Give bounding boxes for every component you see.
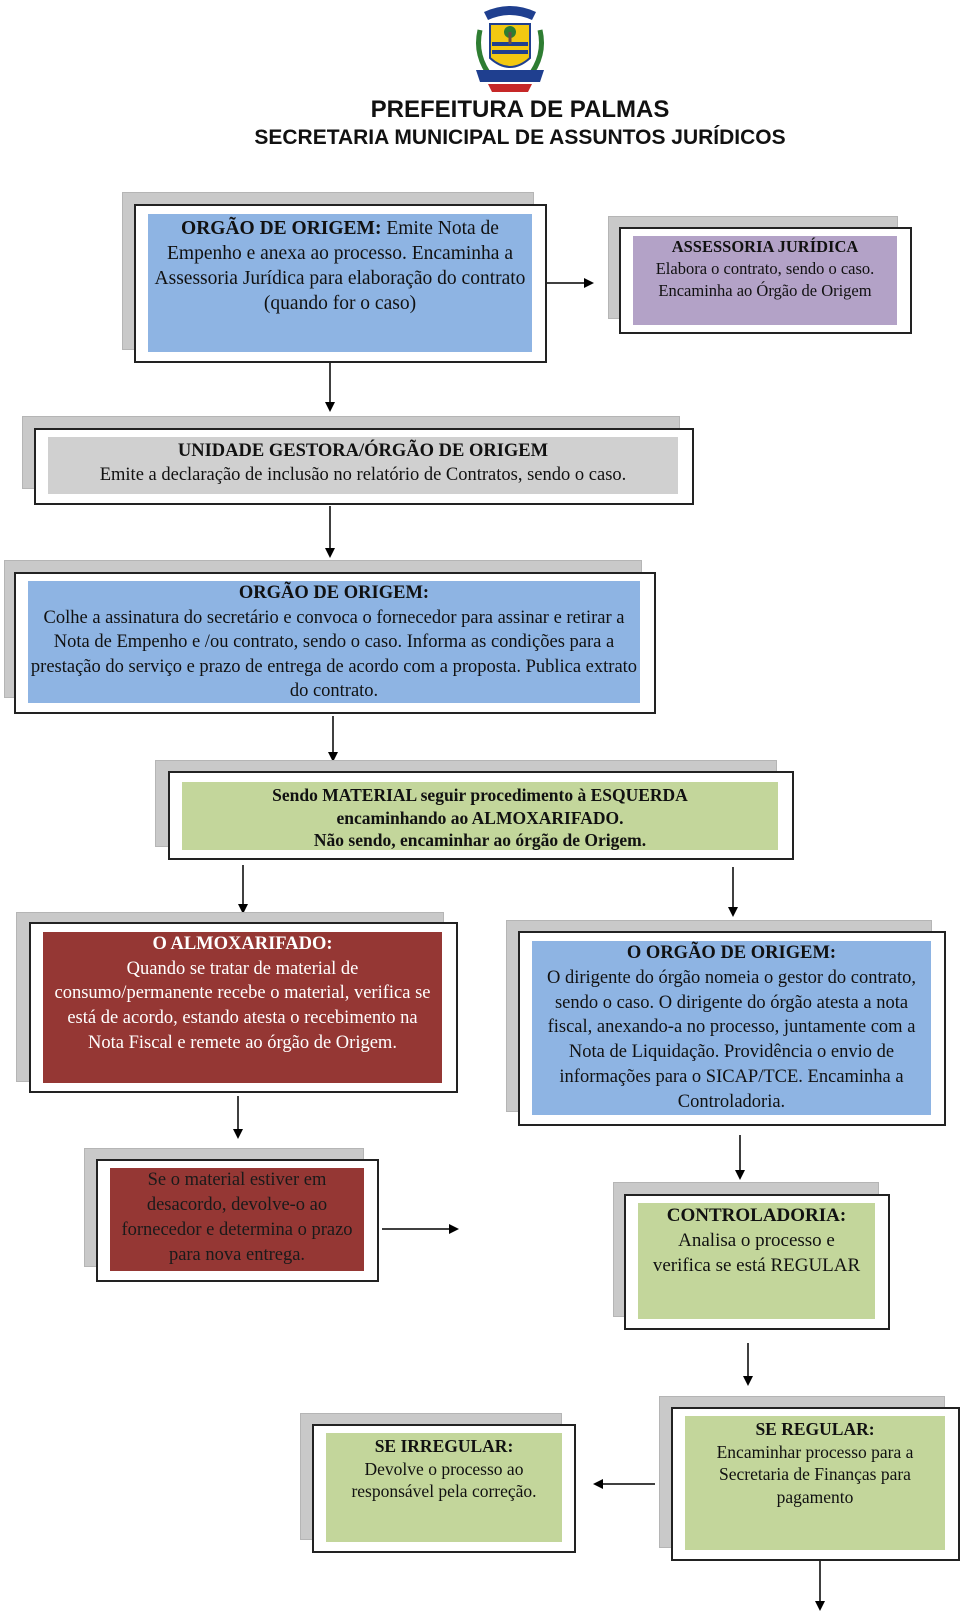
node-title: SE REGULAR: — [755, 1419, 875, 1439]
page-title: PREFEITURA DE PALMAS — [370, 96, 670, 123]
node-text: Se o material estiver em desacordo, devo… — [121, 1170, 353, 1265]
node-line-1: Sendo MATERIAL seguir procedimento à ESQ… — [272, 785, 688, 805]
node-text: Devolve o processo ao responsável pela c… — [351, 1458, 537, 1502]
node-title: CONTROLADORIA: — [666, 1205, 847, 1226]
node-text: O dirigente do órgão nomeia o gestor do … — [546, 967, 917, 1112]
node-title: O ALMOXARIFADO: — [152, 934, 333, 954]
node-text: Analisa o processo e verifica se está RE… — [652, 1230, 861, 1276]
node-text: Emite a declaração de inclusão no relató… — [99, 465, 627, 485]
node-text: Colhe a assinatura do secretário e convo… — [30, 607, 638, 702]
node-line-2: encaminhando ao ALMOXARIFADO. — [336, 807, 624, 828]
node-text: Quando se tratar de material de consumo/… — [54, 958, 431, 1053]
node-line-3: Não sendo, encaminhar ao órgão de Origem… — [313, 830, 647, 850]
node-title: SE IRREGULAR: — [374, 1436, 514, 1456]
node-title: ASSESSORIA JURÍDICA — [671, 237, 859, 256]
node-text: Encaminhar processo para a Secretaria de… — [716, 1441, 914, 1507]
prefeitura-coat-of-arms-logo — [476, 6, 544, 92]
node-title: O ORGÃO DE ORIGEM: — [626, 943, 837, 963]
node-title: ORGÃO DE ORIGEM: — [238, 583, 430, 603]
node-text: Elabora o contrato, sendo o caso. Encami… — [655, 259, 875, 300]
node-text: Emite Nota de Empenho e anexa ao process… — [154, 218, 526, 314]
page-subtitle: SECRETARIA MUNICIPAL DE ASSUNTOS JURÍDIC… — [254, 126, 786, 149]
node-title: ORGÃO DE ORIGEM: — [181, 218, 382, 239]
node-title: UNIDADE GESTORA/ÓRGÃO DE ORIGEM — [177, 441, 549, 461]
